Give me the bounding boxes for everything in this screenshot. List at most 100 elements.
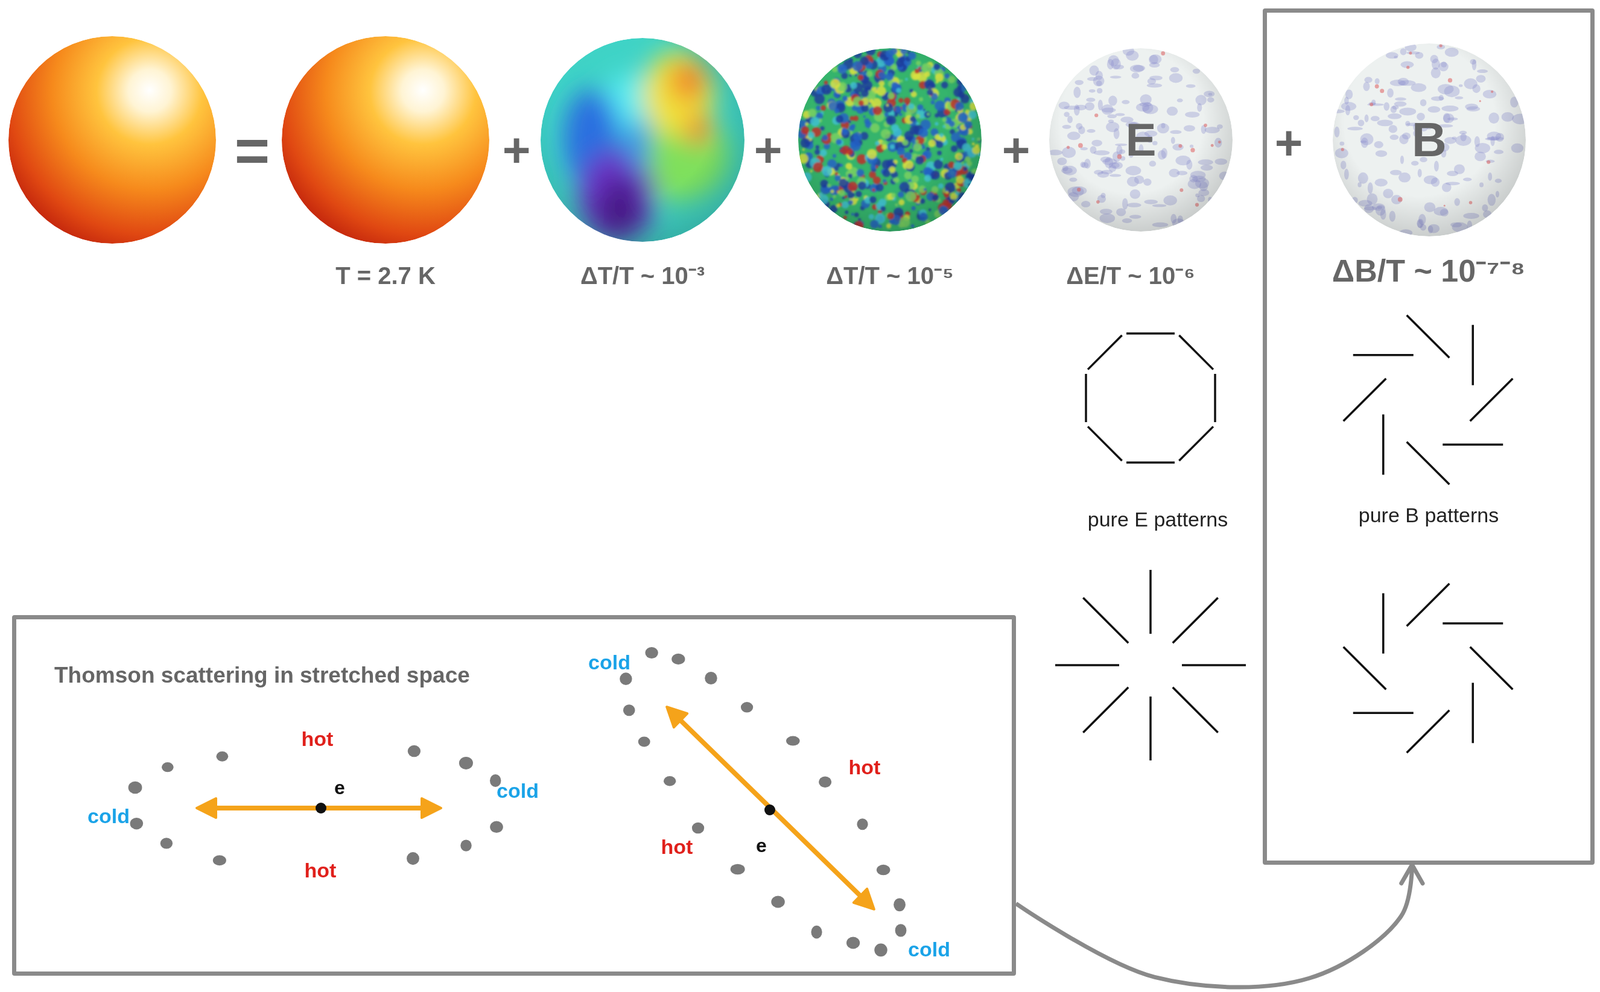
b-mode-stroke: [1406, 710, 1450, 754]
polarization-spot: [1412, 123, 1419, 131]
polarization-spot: [1072, 186, 1088, 195]
sphere-shading: [1332, 43, 1526, 237]
polarization-spot: [1105, 121, 1120, 133]
polarization-spot: [1374, 178, 1388, 187]
e-mode-stroke: [1082, 687, 1129, 734]
polarization-spot: [1157, 123, 1170, 134]
node-title: E: [1125, 113, 1157, 166]
polarization-spot: [1344, 97, 1350, 105]
polarization-spot: [1430, 54, 1439, 64]
e-mode-stroke: [1087, 426, 1123, 461]
polarization-spot: [1360, 133, 1374, 146]
polarization-spot: [1107, 59, 1114, 70]
sphere-surface: [540, 38, 745, 242]
polarization-spot: [1487, 194, 1496, 207]
polarization-spot: [1376, 206, 1382, 210]
polarization-spot: [1418, 214, 1426, 226]
photon-dot: [460, 840, 472, 852]
polarization-spot: [1171, 136, 1176, 145]
polarization-spot: [1419, 156, 1428, 163]
e-mode-stroke: [1084, 374, 1088, 423]
polarization-spot: [1469, 200, 1473, 205]
photon-dot: [406, 852, 420, 866]
polarization-spot: [1364, 206, 1378, 211]
polarization-spot: [1341, 101, 1357, 112]
polarization-spot: [1139, 144, 1144, 154]
polarization-spot: [1110, 58, 1121, 70]
polarization-spot: [1377, 119, 1394, 127]
polarization-spot: [1170, 66, 1180, 73]
b-mode-stroke: [1471, 682, 1474, 744]
polarization-spot: [1428, 224, 1441, 234]
polarization-spot: [1358, 200, 1372, 207]
polarization-spot: [1208, 92, 1213, 96]
e-mode-stroke: [1178, 335, 1214, 370]
polarization-spot: [1097, 194, 1106, 203]
polarization-spot: [1340, 160, 1347, 169]
region-label: e: [334, 777, 346, 800]
polarization-spot: [1368, 101, 1376, 105]
photon-dot: [489, 821, 504, 834]
node-title: ΔB/T ~ 10⁻⁷⁻⁸: [1332, 253, 1526, 290]
polarization-spot: [1100, 193, 1106, 199]
b-mode-stroke: [1442, 622, 1503, 626]
b-mode-stroke: [1353, 354, 1414, 357]
e-mode-stroke: [1181, 664, 1246, 667]
polarization-spot: [1438, 142, 1450, 153]
polarization-spot: [1157, 150, 1167, 160]
polarization-spot: [1434, 160, 1439, 172]
e-mode-stroke: [1126, 461, 1175, 464]
polarization-spot: [1099, 208, 1113, 215]
photon-dot: [212, 855, 227, 866]
polarization-spot: [1149, 62, 1161, 68]
polarization-spot: [1126, 176, 1140, 188]
sky-sphere: [796, 45, 982, 232]
polarization-spot: [1136, 103, 1150, 112]
node-title: Thomson scattering in stretched space: [54, 663, 470, 689]
e-mode-stroke: [1082, 597, 1129, 644]
polarization-spot: [1081, 162, 1089, 169]
polarization-spot: [1345, 89, 1353, 99]
flow-arrow: [1015, 865, 1413, 988]
polarization-spot: [1096, 200, 1100, 204]
polarization-spot: [1146, 83, 1162, 88]
polarization-spot: [1079, 147, 1088, 151]
polarization-spot: [1113, 128, 1120, 140]
photon-dot: [671, 653, 685, 665]
polarization-spot: [1364, 204, 1374, 214]
polarization-spot: [1086, 129, 1096, 133]
polarization-spot: [1466, 106, 1481, 112]
polarization-spot: [1122, 218, 1133, 224]
polarization-spot: [1111, 161, 1123, 169]
polarization-spot: [1400, 60, 1415, 68]
photon-dot: [895, 924, 907, 937]
polarization-spot: [1446, 170, 1459, 177]
polarization-spot: [1146, 135, 1153, 143]
b-mode-stroke: [1382, 414, 1385, 475]
b-mode-stroke: [1406, 315, 1450, 359]
polarization-spot: [1476, 69, 1488, 74]
e-mode-stroke: [1055, 664, 1120, 667]
polarization-spot: [1149, 75, 1163, 81]
polarization-spot: [1142, 102, 1154, 114]
polarization-spot: [1078, 142, 1083, 148]
polarization-spot: [1075, 104, 1087, 111]
polarization-spot: [1351, 197, 1358, 204]
polarization-spot: [1486, 136, 1504, 141]
polarization-spot: [1130, 189, 1141, 200]
polarization-spot: [1436, 44, 1445, 50]
polarization-spot: [1143, 199, 1158, 205]
e-mode-stroke: [1213, 374, 1217, 423]
polarization-spot: [1196, 103, 1202, 112]
e-mode-sphere: E: [1049, 48, 1233, 232]
region-label: hot: [661, 835, 694, 860]
polarization-spot: [1371, 203, 1385, 211]
polarization-spot: [1463, 78, 1477, 90]
sphere-surface: [1049, 48, 1233, 232]
polarization-spot: [1062, 124, 1072, 130]
sphere-fill: [1049, 48, 1233, 232]
polarization-spot: [1416, 219, 1424, 229]
polarization-spot: [1084, 158, 1091, 169]
